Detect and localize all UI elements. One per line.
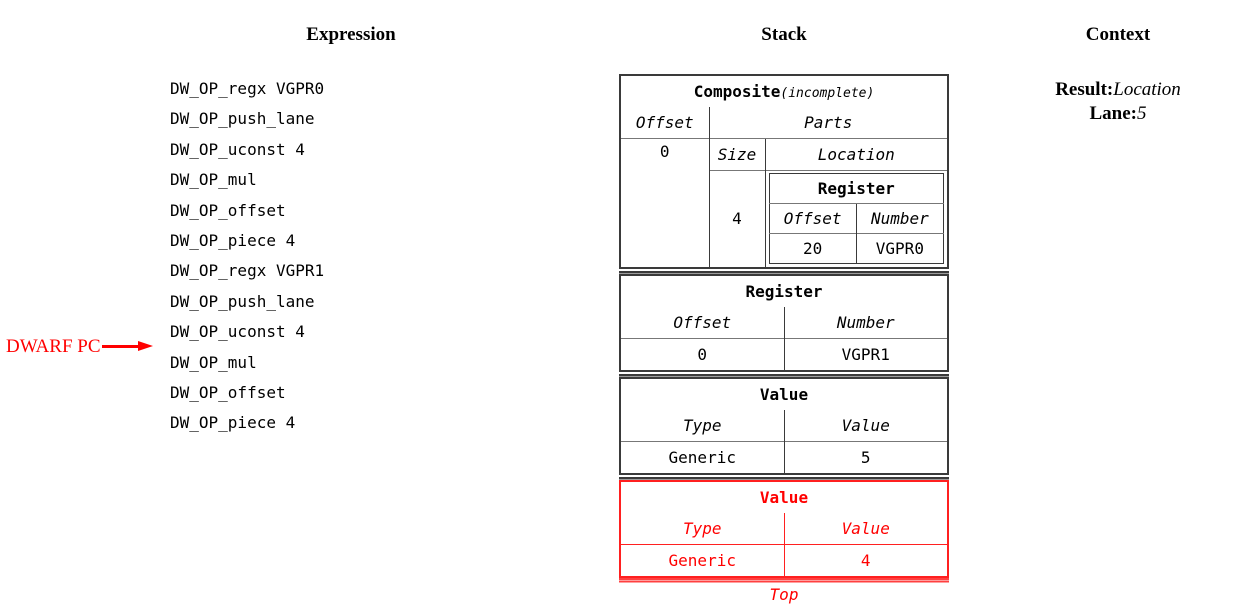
composite-part-location: Register Offset Number 20 VGPR0 xyxy=(764,170,948,268)
column-header-stack: Stack xyxy=(761,24,807,45)
composite-title: Composite(incomplete) xyxy=(693,81,875,101)
expression-op: DW_OP_offset xyxy=(170,200,286,220)
nested-register-offset-value: 20 xyxy=(769,233,857,264)
register-number-header: Number xyxy=(783,307,948,339)
expression-op-list: DW_OP_regx VGPR0 DW_OP_push_lane DW_OP_u… xyxy=(170,74,324,439)
composite-offset-header: Offset xyxy=(635,112,694,132)
context-result-key: Result: xyxy=(1055,79,1114,100)
expression-op: DW_OP_mul xyxy=(170,170,257,190)
composite-location-header: Location xyxy=(764,138,948,171)
expression-op: DW_OP_push_lane xyxy=(170,109,315,129)
register-table: Register Offset Number 0 VGPR1 xyxy=(619,274,949,372)
composite-size-header: Size xyxy=(708,138,765,171)
stack-entry-composite[interactable]: Composite(incomplete) Offset Parts 0 Siz… xyxy=(619,74,949,269)
dwarf-pc-marker: DWARF PC xyxy=(6,334,156,358)
stack-entry-value-top[interactable]: Value Type Value Generic 4 Top xyxy=(619,480,949,604)
expression-op: DW_OP_piece 4 xyxy=(170,230,296,250)
stack-list: Composite(incomplete) Offset Parts 0 Siz… xyxy=(619,74,949,604)
column-header-context: Context xyxy=(1085,24,1151,45)
stack-entry-value[interactable]: Value Type Value Generic 5 xyxy=(619,377,949,475)
value-top-value-header: Value xyxy=(783,513,948,545)
value-top-type-header: Type xyxy=(682,518,722,538)
arrow-right-icon xyxy=(101,341,156,351)
stack-entry-register[interactable]: Register Offset Number 0 VGPR1 xyxy=(619,274,949,372)
top-of-stack-label: Top xyxy=(769,585,799,604)
context-lane-value: 5 xyxy=(1137,103,1147,124)
value-type-value: Generic xyxy=(620,441,784,474)
composite-title-suffix: (incomplete) xyxy=(780,85,875,101)
value-value-value: 5 xyxy=(783,441,948,474)
value-top-title: Value xyxy=(759,487,809,507)
register-title: Register xyxy=(745,281,823,301)
value-top-value-value: 4 xyxy=(783,544,948,577)
register-offset-value: 0 xyxy=(620,338,784,371)
expression-op: DW_OP_regx VGPR0 xyxy=(170,79,325,98)
nested-register-title: Register xyxy=(817,179,895,198)
value-top-type-value: Generic xyxy=(620,544,784,577)
expression-op: DW_OP_offset xyxy=(170,382,286,402)
nested-register-number-value: VGPR0 xyxy=(855,233,944,264)
context-lane-row: Lane:5 xyxy=(1018,102,1218,126)
stack-entry-separator xyxy=(619,373,949,376)
nested-register-offset-header: Offset xyxy=(769,203,857,234)
dwarf-pc-label: DWARF PC xyxy=(6,335,101,357)
composite-part-size: 4 xyxy=(708,170,765,268)
value-title: Value xyxy=(759,384,809,404)
expression-op: DW_OP_regx VGPR1 xyxy=(170,261,325,281)
nested-register-table: Register Offset Number 20 VGPR0 xyxy=(768,173,944,264)
expression-op: DW_OP_push_lane xyxy=(170,291,315,311)
context-block: Result:Location Lane:5 xyxy=(1018,78,1218,126)
composite-table: Composite(incomplete) Offset Parts 0 Siz… xyxy=(619,74,949,269)
top-of-stack-rule xyxy=(619,578,949,580)
register-number-value: VGPR1 xyxy=(783,338,948,371)
column-header-expression: Expression xyxy=(306,24,396,45)
value-value-header: Value xyxy=(783,410,948,442)
value-top-table: Value Type Value Generic 4 xyxy=(619,480,949,578)
expression-op: DW_OP_uconst 4 xyxy=(170,322,305,342)
expression-op: DW_OP_piece 4 xyxy=(170,413,296,433)
expression-op: DW_OP_mul xyxy=(170,352,257,372)
context-lane-key: Lane: xyxy=(1089,103,1138,124)
register-offset-header: Offset xyxy=(673,312,732,332)
context-result-row: Result:Location xyxy=(1018,78,1218,102)
value-type-header: Type xyxy=(682,415,722,435)
composite-offset-value: 0 xyxy=(620,138,709,268)
stack-entry-separator xyxy=(619,476,949,479)
context-result-value: Location xyxy=(1113,79,1181,100)
value-table: Value Type Value Generic 5 xyxy=(619,377,949,475)
nested-register-number-header: Number xyxy=(855,203,944,234)
expression-op: DW_OP_uconst 4 xyxy=(170,139,305,159)
composite-parts-header: Parts xyxy=(708,107,948,139)
stack-entry-separator xyxy=(619,270,949,273)
